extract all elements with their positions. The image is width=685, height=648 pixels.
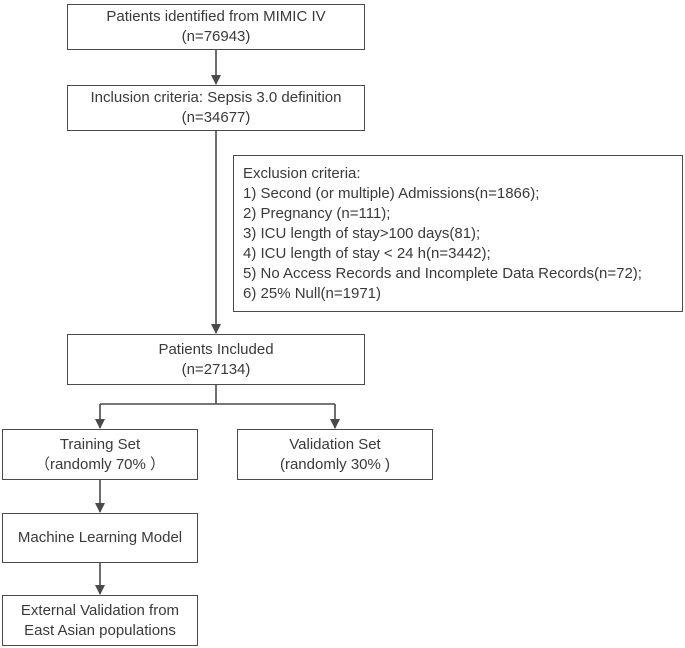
validation-split: (randomly 30% ): [279, 455, 391, 473]
exclusion-item: 4) ICU length of stay < 24 h(n=3442);: [243, 244, 491, 262]
external-validation-line2: East Asian populations: [24, 621, 176, 639]
included-box: Patients Included (n=27134): [67, 334, 365, 385]
validation-box: Validation Set (randomly 30% ): [237, 429, 433, 480]
training-split: （randomly 70% ）: [34, 455, 166, 473]
exclusion-box: Exclusion criteria: 1) Second (or multip…: [233, 155, 683, 312]
exclusion-item: 3) ICU length of stay>100 days(81);: [243, 224, 481, 242]
training-box: Training Set （randomly 70% ）: [2, 429, 198, 480]
exclusion-item: 2) Pregnancy (n=111);: [243, 204, 391, 222]
inclusion-box: Inclusion criteria: Sepsis 3.0 definitio…: [67, 85, 365, 131]
identified-box: Patients identified from MIMIC IV (n=769…: [67, 4, 365, 50]
exclusion-item: 6) 25% Null(n=1971): [243, 284, 381, 302]
identified-label: Patients identified from MIMIC IV: [106, 8, 326, 25]
ml-model-box: Machine Learning Model: [2, 513, 198, 563]
training-label: Training Set: [59, 435, 141, 453]
validation-label: Validation Set: [289, 435, 381, 453]
exclusion-item: 1) Second (or multiple) Admissions(n=186…: [243, 184, 540, 202]
external-validation-box: External Validation from East Asian popu…: [2, 595, 198, 646]
included-count: (n=27134): [181, 360, 251, 378]
identified-count: (n=76943): [181, 28, 251, 45]
inclusion-label: Inclusion criteria: Sepsis 3.0 definitio…: [90, 89, 342, 106]
exclusion-item: 5) No Access Records and Incomplete Data…: [243, 264, 642, 282]
ml-model-label: Machine Learning Model: [17, 529, 183, 546]
exclusion-title: Exclusion criteria:: [243, 164, 361, 182]
external-validation-line1: External Validation from: [20, 601, 180, 619]
included-label: Patients Included: [158, 340, 274, 358]
inclusion-count: (n=34677): [181, 109, 251, 126]
